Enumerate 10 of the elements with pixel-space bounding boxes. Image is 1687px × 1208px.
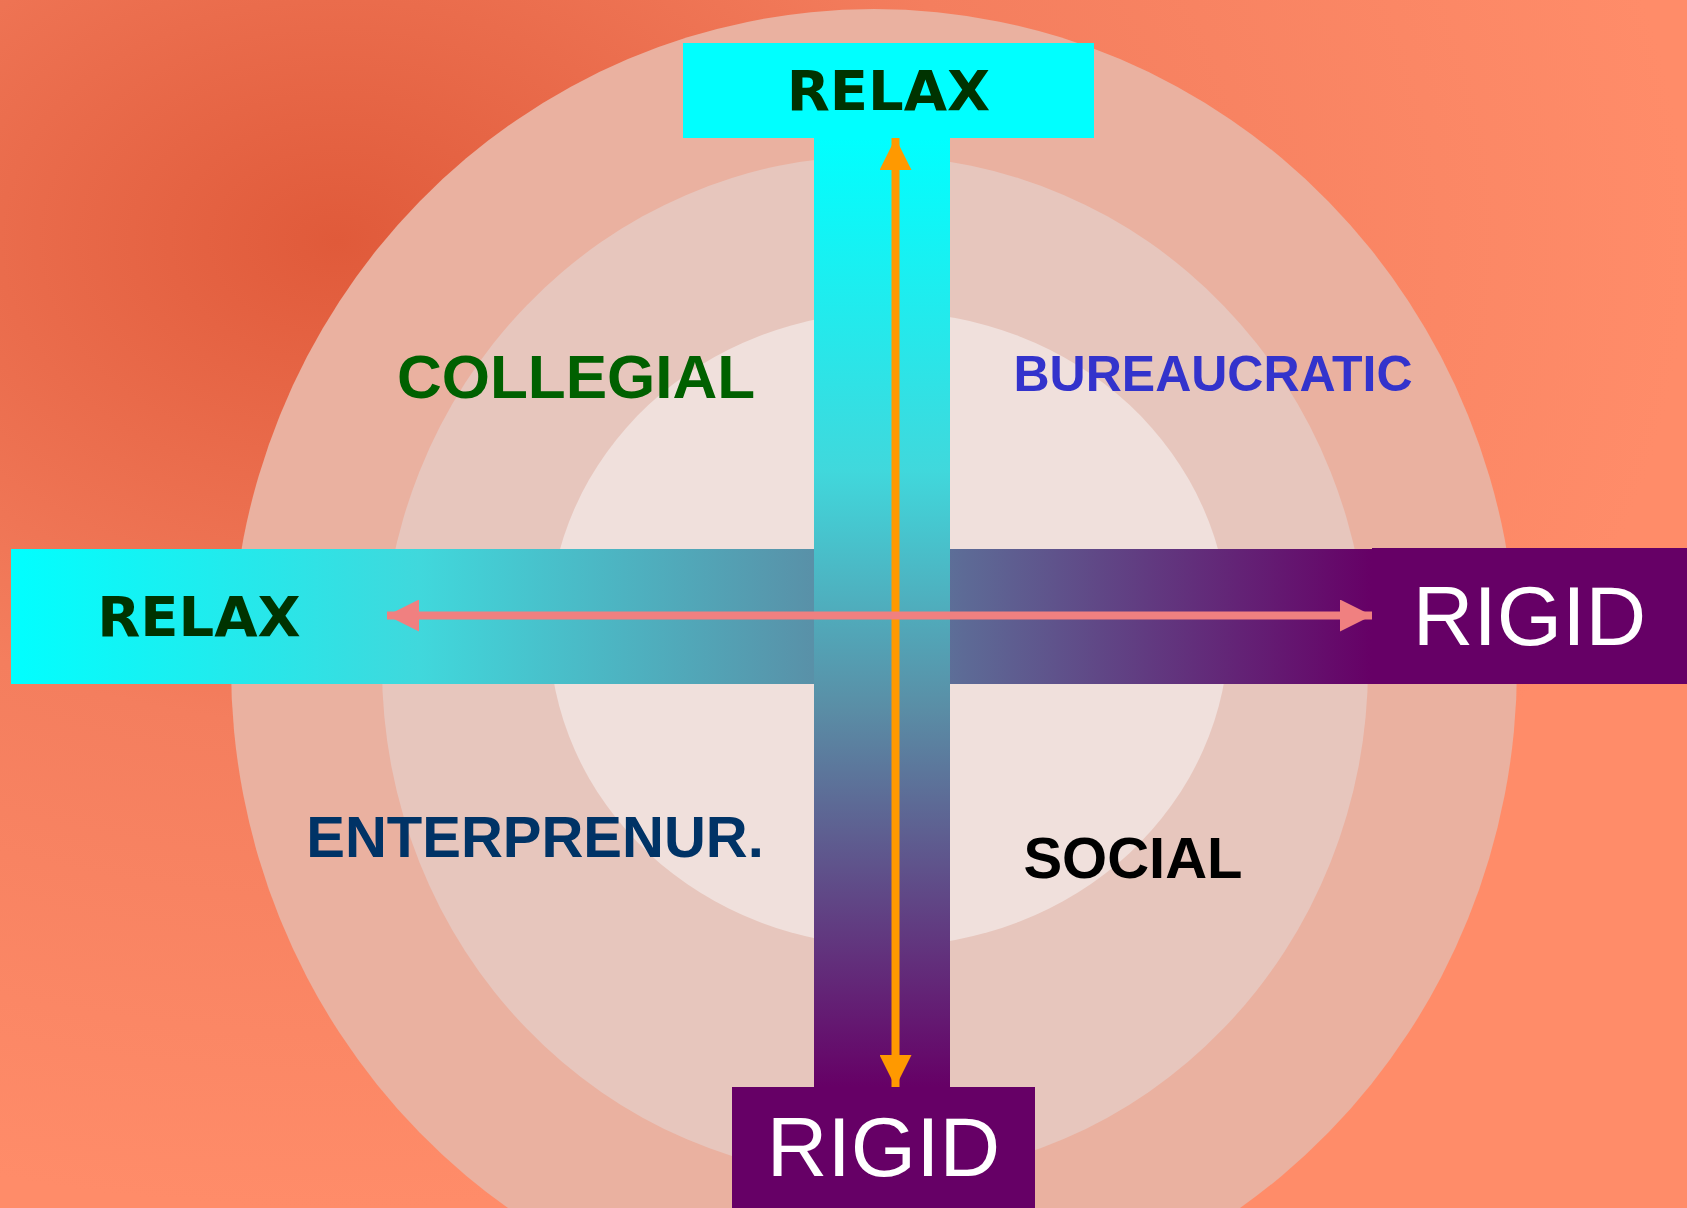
quadrant-label: ENTERPRENUR. xyxy=(306,808,764,866)
axis-end-box: RIGID xyxy=(732,1087,1035,1208)
quadrant-label: COLLEGIAL xyxy=(396,346,756,408)
axis-end-box: RIGID xyxy=(1372,548,1687,684)
double-arrow xyxy=(387,599,1372,632)
quadrant-label: BUREAUCRATIC xyxy=(1013,349,1413,399)
axis-end-box: RELAX xyxy=(683,43,1094,138)
double-arrow xyxy=(879,138,912,1087)
quadrant-label: SOCIAL xyxy=(1023,829,1243,887)
axis-end-label: RELAX xyxy=(11,549,387,684)
